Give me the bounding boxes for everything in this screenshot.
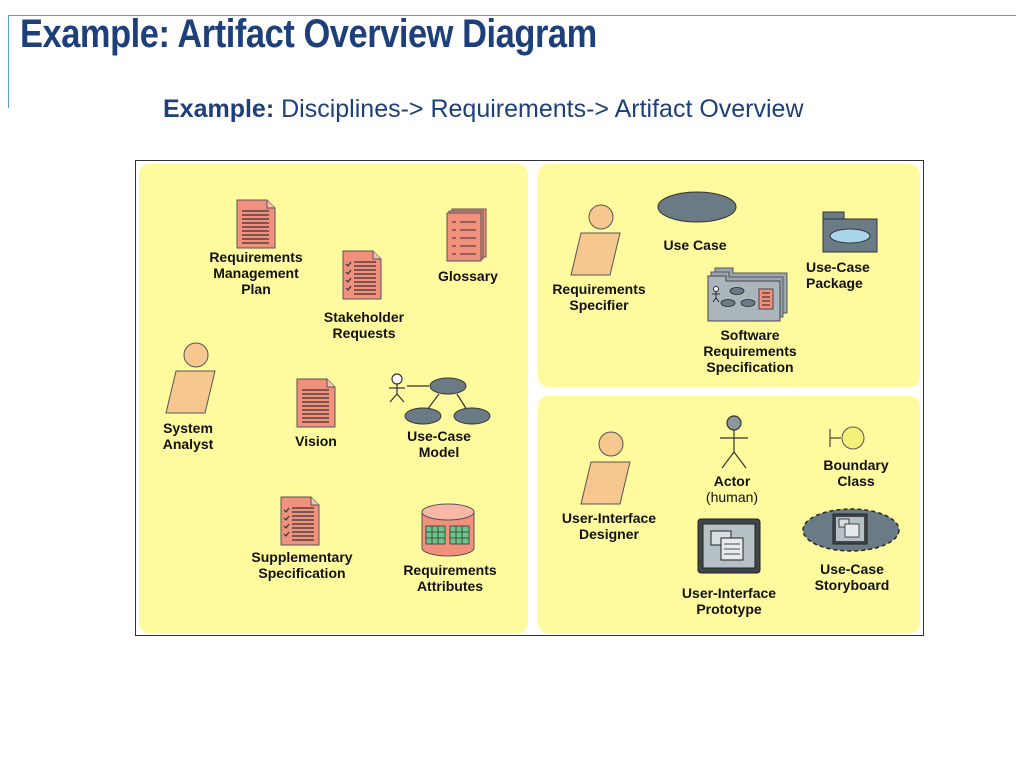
actor-name: Actor	[713, 473, 751, 489]
label-actor: Actor (human)	[692, 473, 772, 505]
label-boundary-class: Boundary Class	[823, 457, 889, 489]
requirements-attributes-icon[interactable]	[420, 502, 476, 558]
glossary-icon[interactable]	[446, 208, 488, 262]
page-title: Example: Artifact Overview Diagram	[20, 12, 597, 56]
stakeholder-requests-icon[interactable]	[342, 250, 382, 300]
page-subtitle: Example: Disciplines-> Requirements-> Ar…	[163, 95, 804, 124]
label-stakeholder-requests: Stakeholder Requests	[323, 309, 405, 341]
use-case-storyboard-icon[interactable]	[801, 507, 901, 553]
label-requirements-attributes: Requirements Attributes	[403, 562, 497, 594]
label-user-interface-designer: User-Interface Designer	[561, 510, 657, 542]
label-requirements-management-plan: Requirements Management Plan	[209, 249, 303, 297]
supplementary-specification-icon[interactable]	[280, 496, 320, 546]
user-interface-designer-icon[interactable]	[578, 430, 634, 506]
use-case-model-icon[interactable]	[385, 372, 495, 428]
boundary-class-icon[interactable]	[828, 426, 868, 452]
label-system-analyst: System Analyst	[162, 420, 214, 452]
header-rule-vertical	[8, 15, 9, 108]
label-supplementary-specification: Supplementary Specification	[251, 549, 353, 581]
label-use-case-package: Use-Case Package	[806, 259, 870, 291]
requirements-specifier-icon[interactable]	[568, 203, 624, 277]
software-requirements-specification-icon[interactable]	[707, 267, 791, 323]
label-glossary: Glossary	[438, 268, 498, 284]
requirements-management-plan-icon[interactable]	[236, 199, 276, 249]
vision-icon[interactable]	[296, 378, 336, 428]
label-use-case-model: Use-Case Model	[407, 428, 471, 460]
label-software-requirements-specification: Software Requirements Specification	[703, 327, 797, 375]
label-use-case-storyboard: Use-Case Storyboard	[814, 561, 890, 593]
subtitle-path: Disciplines-> Requirements-> Artifact Ov…	[274, 95, 804, 123]
user-interface-prototype-icon[interactable]	[697, 518, 761, 574]
use-case-icon[interactable]	[657, 191, 739, 225]
actor-icon[interactable]	[716, 414, 752, 472]
label-vision: Vision	[295, 433, 337, 449]
label-requirements-specifier: Requirements Specifier	[552, 281, 646, 313]
header-rule-horizontal	[8, 15, 1016, 16]
subtitle-bold: Example:	[163, 95, 275, 123]
use-case-package-icon[interactable]	[822, 211, 878, 253]
label-use-case: Use Case	[663, 237, 727, 253]
system-analyst-icon[interactable]	[163, 341, 219, 415]
label-user-interface-prototype: User-Interface Prototype	[681, 585, 777, 617]
actor-note: (human)	[705, 489, 759, 505]
